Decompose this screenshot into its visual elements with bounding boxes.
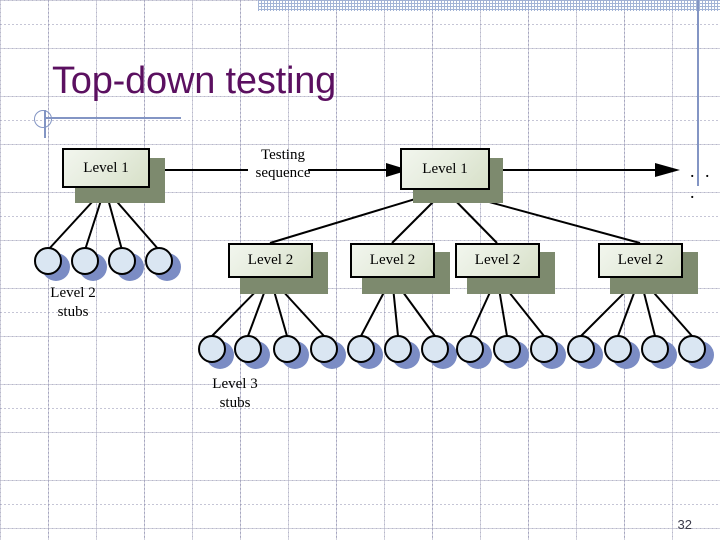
node-level2-1[interactable]: Level 2 (228, 243, 313, 278)
node-level2-2[interactable]: Level 2 (350, 243, 435, 278)
page-number: 32 (677, 517, 692, 532)
stub-level3[interactable] (604, 335, 632, 363)
stub-level3[interactable] (234, 335, 262, 363)
node-level2-3[interactable]: Level 2 (455, 243, 540, 278)
stub-level3[interactable] (273, 335, 301, 363)
stub-level2[interactable] (34, 247, 62, 275)
stub-level3[interactable] (384, 335, 412, 363)
stub-level3[interactable] (198, 335, 226, 363)
stub-level3[interactable] (310, 335, 338, 363)
header-band (258, 0, 720, 11)
page-title: Top-down testing (52, 60, 337, 102)
stub-level2[interactable] (108, 247, 136, 275)
stub-level3[interactable] (641, 335, 669, 363)
continuation-ellipsis: . . . (690, 161, 713, 202)
stub-level3[interactable] (678, 335, 706, 363)
node-level1-a[interactable]: Level 1 (62, 148, 150, 188)
stub-level3[interactable] (530, 335, 558, 363)
stub-level3[interactable] (347, 335, 375, 363)
title-decoration-circle (34, 110, 52, 128)
right-vertical-rule (697, 0, 699, 186)
stub-level2[interactable] (71, 247, 99, 275)
stub-level2[interactable] (145, 247, 173, 275)
level2-stubs-caption: Level 2 stubs (50, 285, 96, 320)
level3-stubs-caption: Level 3 stubs (212, 376, 258, 411)
stub-level3[interactable] (567, 335, 595, 363)
stub-level3[interactable] (456, 335, 484, 363)
node-level2-4[interactable]: Level 2 (598, 243, 683, 278)
stub-level3[interactable] (421, 335, 449, 363)
title-underline (46, 117, 181, 119)
stub-level3[interactable] (493, 335, 521, 363)
testing-sequence-label: Testing sequence (255, 147, 311, 181)
node-level1-b[interactable]: Level 1 (400, 148, 490, 190)
